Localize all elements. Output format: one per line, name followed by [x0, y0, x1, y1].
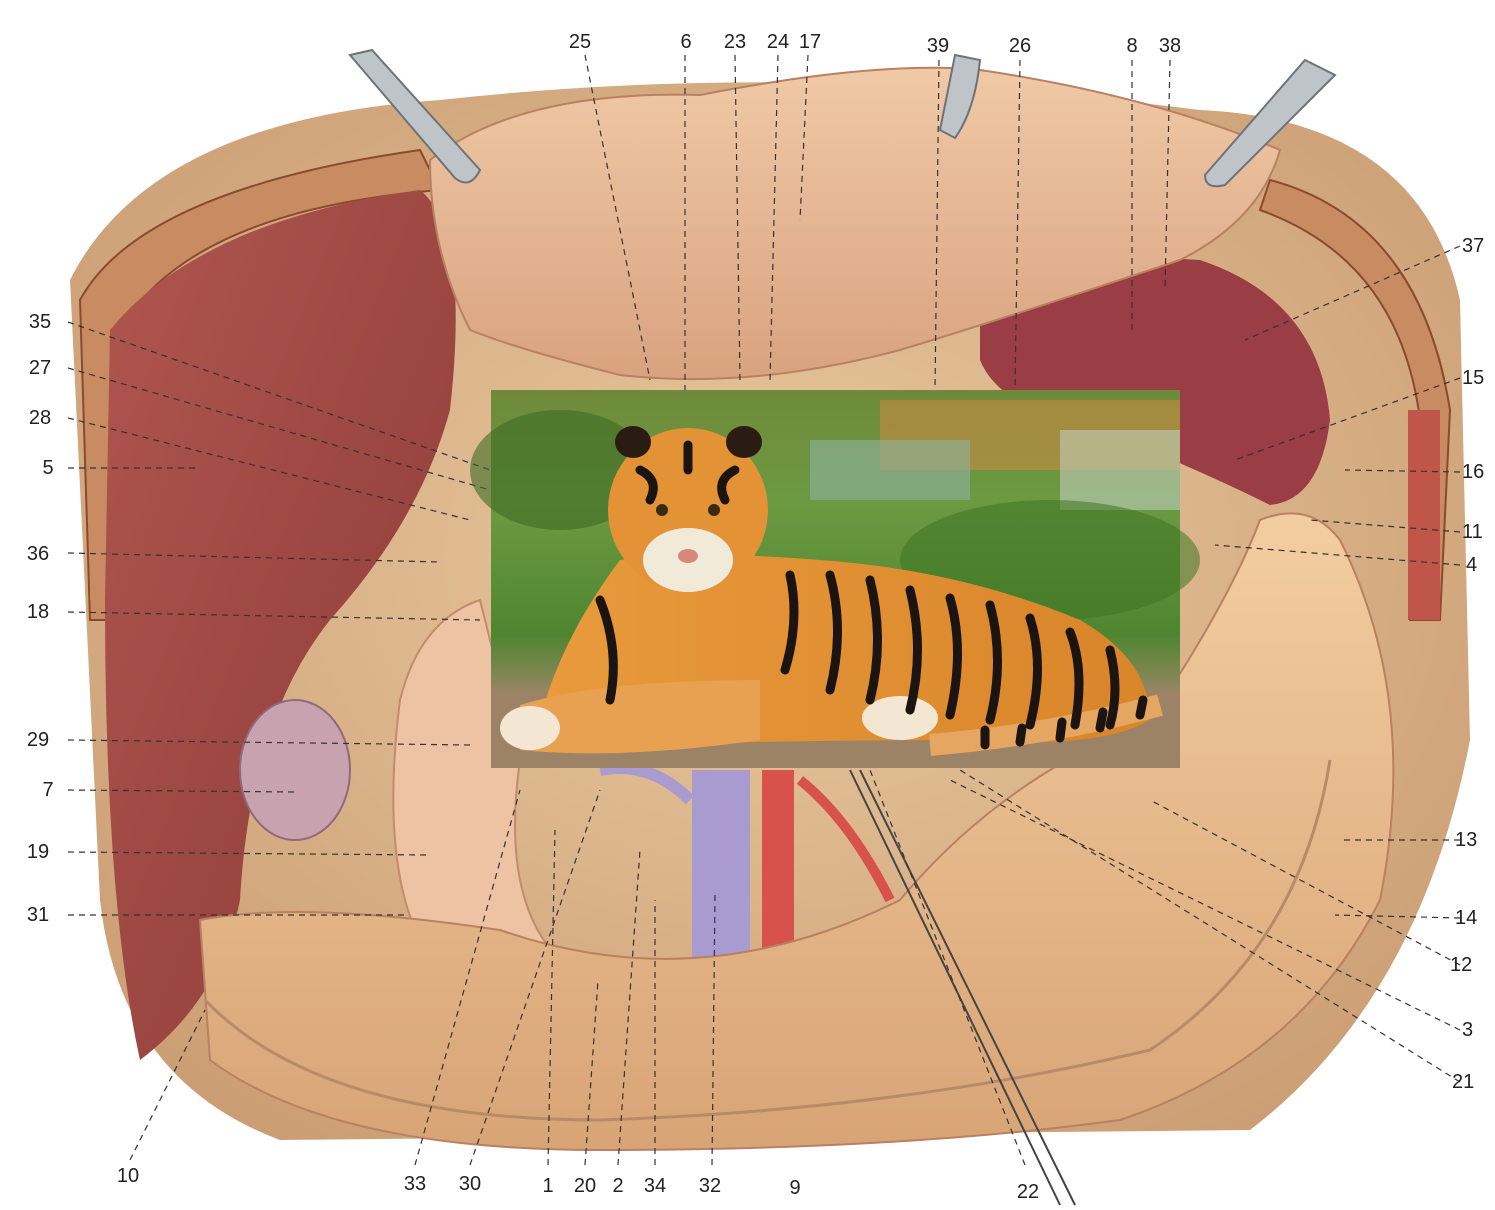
label-right-21: 21 [1452, 1071, 1474, 1093]
label-bottom-9: 9 [789, 1177, 800, 1199]
label-top-17: 17 [799, 31, 821, 53]
tiger-photo-inset [470, 390, 1200, 768]
label-left-18: 18 [27, 601, 49, 623]
label-right-12: 12 [1450, 954, 1472, 976]
label-top-8: 8 [1126, 35, 1137, 57]
tiger-ear-left [615, 426, 651, 458]
label-right-3: 3 [1462, 1019, 1473, 1041]
label-bottom-33: 33 [404, 1173, 426, 1195]
label-left-36: 36 [27, 543, 49, 565]
label-left-5: 5 [42, 457, 53, 479]
label-right-11: 11 [1462, 521, 1483, 543]
label-top-6: 6 [680, 31, 691, 53]
label-top-26: 26 [1009, 35, 1031, 57]
label-top-25: 25 [569, 31, 591, 53]
label-left-19: 19 [27, 841, 49, 863]
tiger-nose [678, 549, 698, 563]
label-left-29: 29 [27, 729, 49, 751]
label-right-15: 15 [1462, 367, 1484, 389]
tiger-ear-right [726, 426, 762, 458]
label-left-28: 28 [29, 407, 51, 429]
label-bottom-34: 34 [644, 1175, 666, 1197]
label-right-16: 16 [1462, 461, 1484, 483]
label-bottom-30: 30 [459, 1173, 481, 1195]
label-right-14: 14 [1455, 907, 1477, 929]
label-left-27: 27 [29, 357, 51, 379]
label-right-13: 13 [1455, 829, 1477, 851]
right-muscle-strip [1408, 410, 1440, 620]
label-left-35: 35 [29, 311, 51, 333]
tiger-paw [500, 706, 560, 750]
label-left-7: 7 [42, 779, 53, 801]
gallbladder [240, 700, 350, 840]
label-right-37: 37 [1462, 235, 1484, 257]
label-left-31: 31 [27, 904, 49, 926]
label-right-4: 4 [1466, 554, 1477, 576]
label-top-39: 39 [927, 35, 949, 57]
label-top-24: 24 [767, 31, 789, 53]
tiger-eye-right [708, 504, 720, 516]
tiger-eye-left [656, 504, 668, 516]
label-bottom-1: 1 [542, 1175, 553, 1197]
label-bottom-10: 10 [117, 1165, 139, 1187]
label-bottom-32: 32 [699, 1175, 721, 1197]
label-top-38: 38 [1159, 35, 1181, 57]
label-bottom-22: 22 [1017, 1181, 1039, 1203]
label-bottom-2: 2 [612, 1175, 623, 1197]
label-bottom-20: 20 [574, 1175, 596, 1197]
label-top-23: 23 [724, 31, 746, 53]
